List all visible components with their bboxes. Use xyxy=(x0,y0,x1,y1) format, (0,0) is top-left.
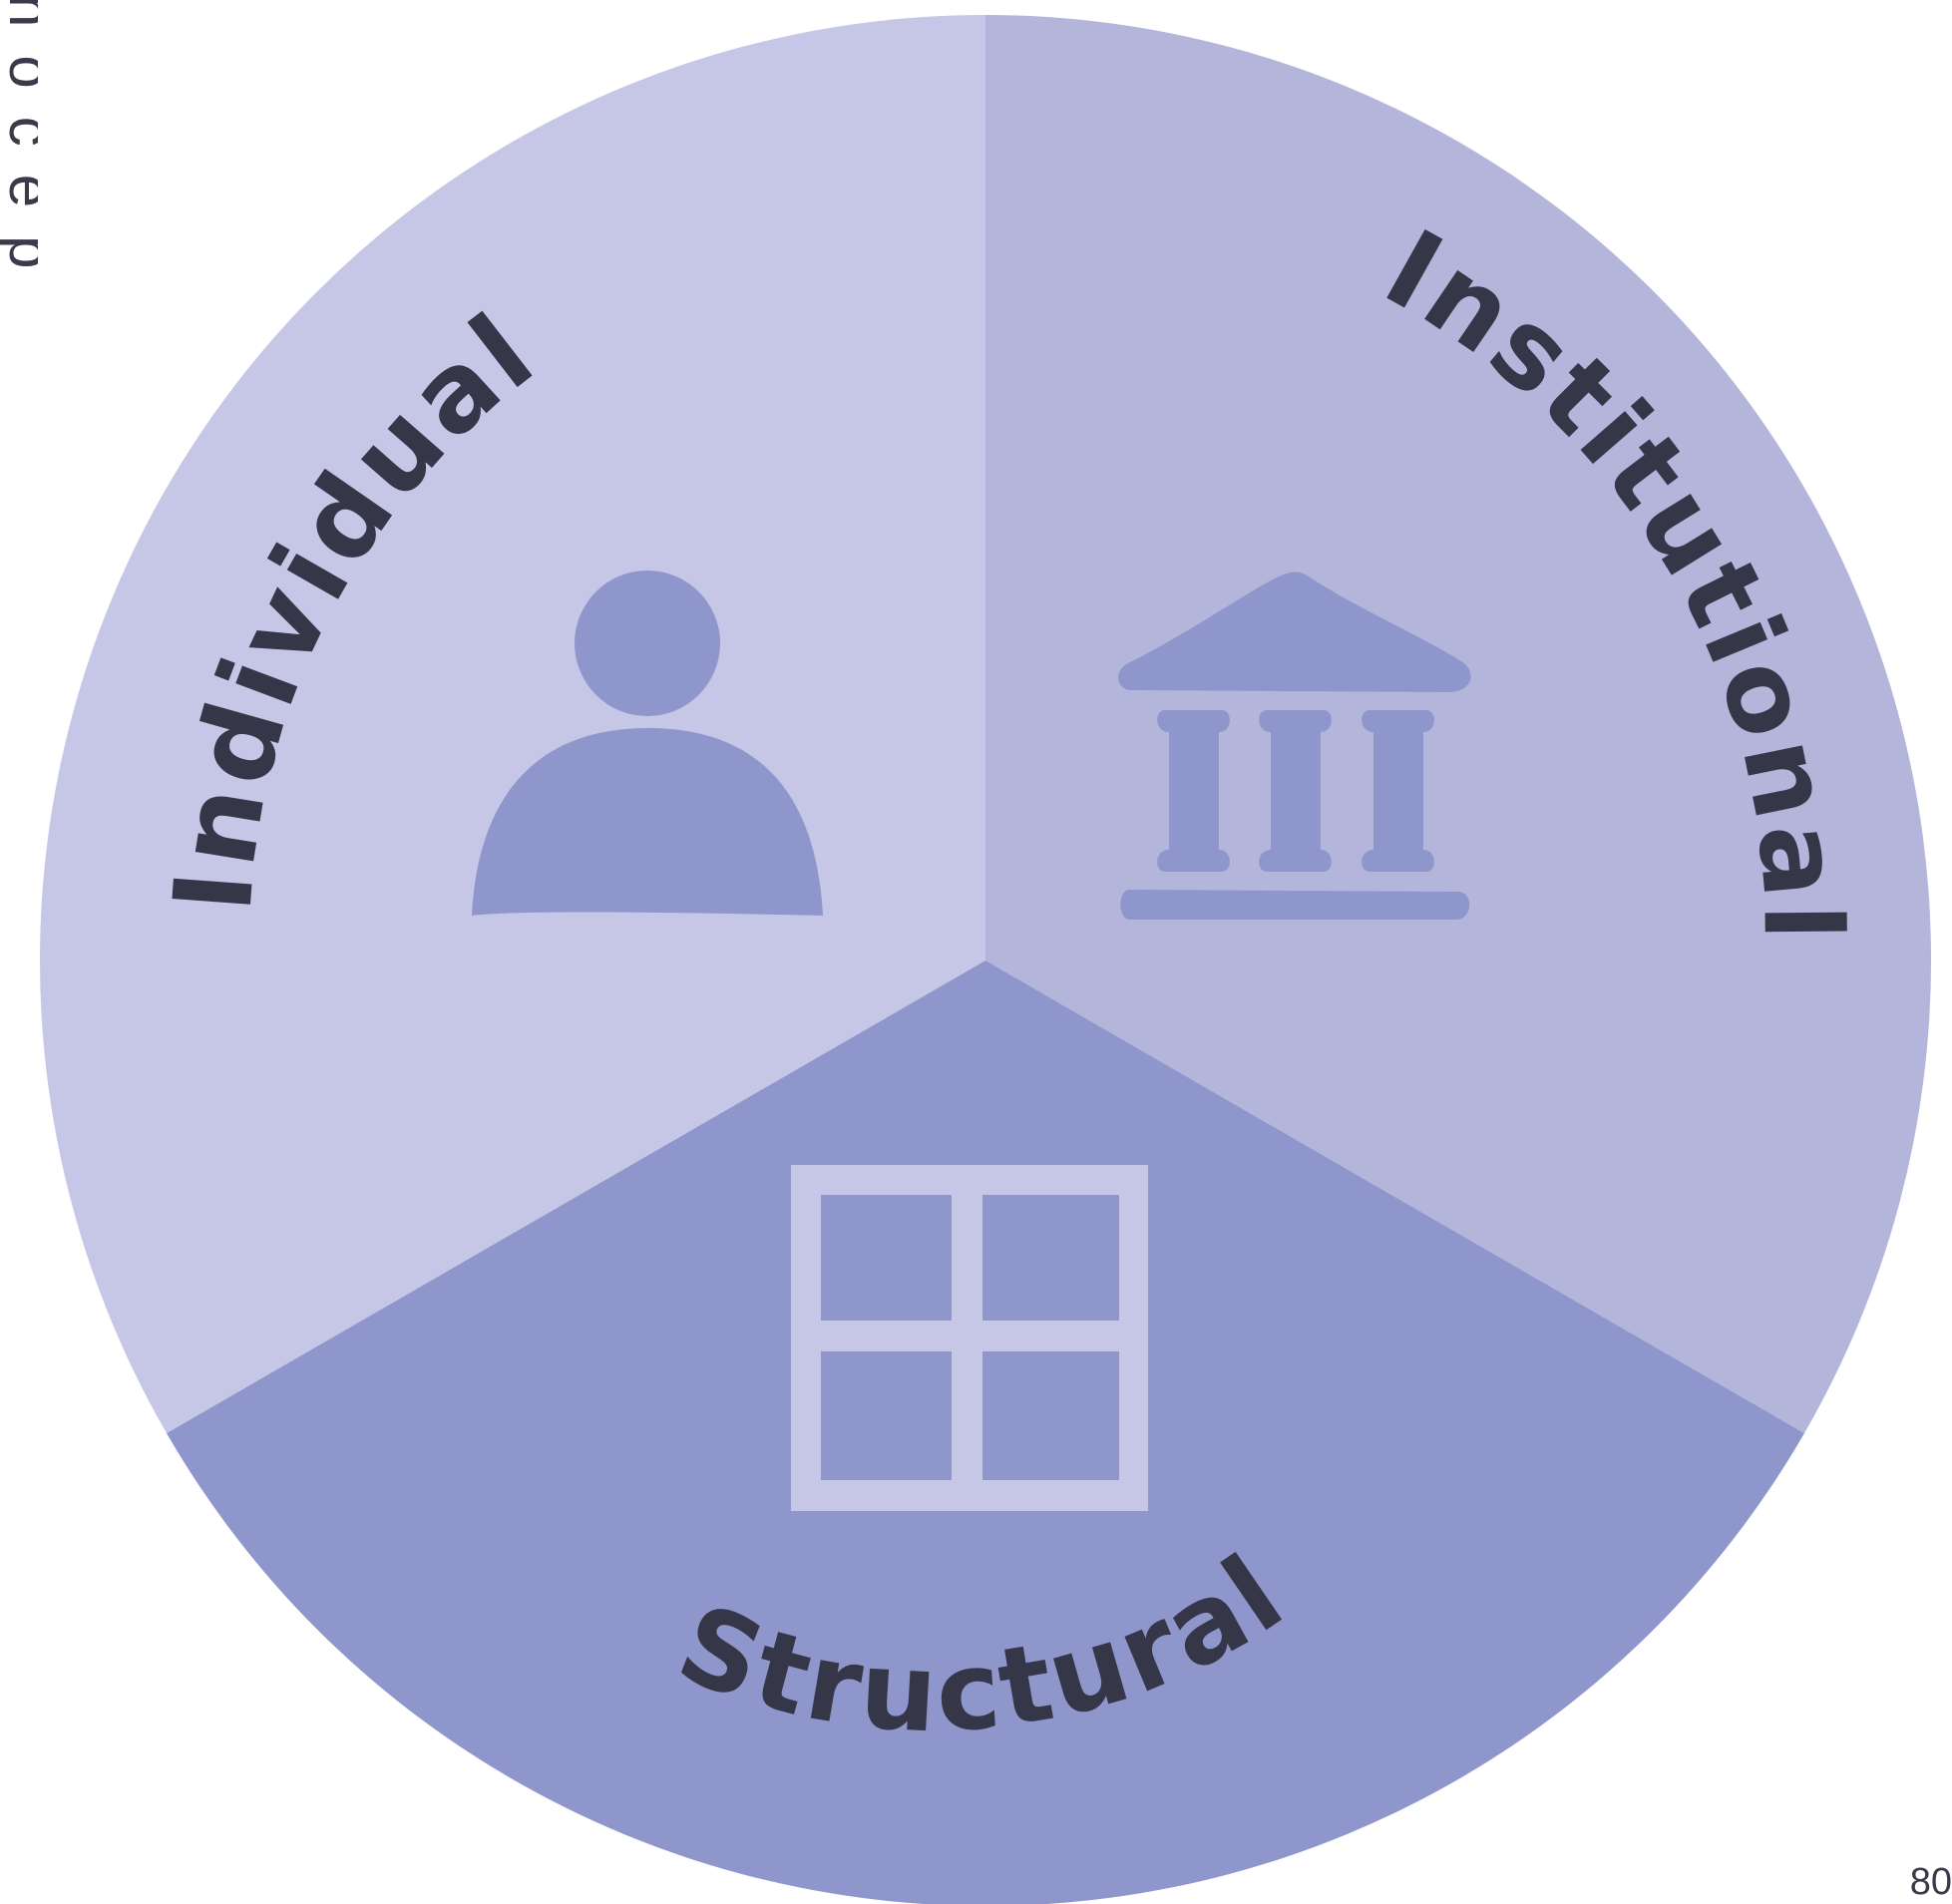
segment-structural xyxy=(167,960,1804,1904)
segment-individual xyxy=(39,15,985,1433)
page-number: 80 xyxy=(1909,1861,1952,1903)
segment-institutional xyxy=(985,15,1932,1433)
person-icon xyxy=(472,571,823,916)
institution-icon xyxy=(1118,571,1471,920)
window-grid-icon xyxy=(791,1165,1148,1511)
